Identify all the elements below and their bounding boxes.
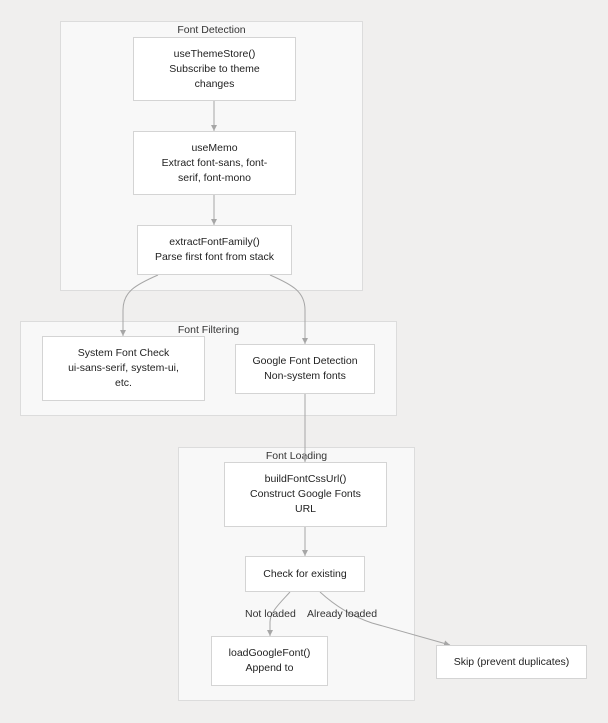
node-use-theme-store: useThemeStore() Subscribe to theme chang… <box>133 37 296 101</box>
node-text: Skip (prevent duplicates) <box>453 655 570 668</box>
node-text: changes <box>194 77 235 90</box>
node-use-memo: useMemo Extract font-sans, font- serif, … <box>133 131 296 195</box>
node-text: etc. <box>115 377 132 389</box>
edge-label-already-loaded: Already loaded <box>307 608 378 620</box>
node-text: extractFontFamily() <box>169 236 260 248</box>
node-build-font-css-url: buildFontCssUrl() Construct Google Fonts… <box>224 462 387 527</box>
node-text: Parse first font from stack <box>154 251 275 263</box>
node-system-font-check: System Font Check ui-sans-serif, system-… <box>42 336 205 401</box>
node-text: Construct Google Fonts <box>250 488 361 500</box>
node-text: Extract font-sans, font- <box>161 156 268 169</box>
node-text: Subscribe to theme <box>169 62 260 75</box>
node-text: ui-sans-serif, system-ui, <box>68 362 179 374</box>
node-text: buildFontCssUrl() <box>264 473 347 485</box>
group-title-font-detection: Font Detection <box>177 24 246 36</box>
group-title-font-loading: Font Loading <box>265 450 328 462</box>
edge-label-not-loaded: Not loaded <box>245 608 296 620</box>
node-text: Append to <box>245 662 294 674</box>
node-google-font-detection: Google Font Detection Non-system fonts <box>235 344 375 394</box>
node-text: Google Font Detection <box>252 355 358 367</box>
node-text: useThemeStore() <box>173 47 256 60</box>
group-title-font-filtering: Font Filtering <box>177 324 240 336</box>
node-load-google-font: loadGoogleFont() Append to <box>211 636 328 686</box>
node-text: Non-system fonts <box>264 370 346 382</box>
node-extract-font-family: extractFontFamily() Parse first font fro… <box>137 225 292 275</box>
node-text: serif, font-mono <box>178 171 251 184</box>
node-text: System Font Check <box>77 347 170 359</box>
node-skip: Skip (prevent duplicates) <box>436 645 587 679</box>
node-check-existing: Check for existing <box>245 556 365 592</box>
node-text: URL <box>294 503 316 515</box>
node-text: Check for existing <box>263 567 347 580</box>
node-text: useMemo <box>191 141 238 154</box>
node-text: loadGoogleFont() <box>228 647 311 659</box>
